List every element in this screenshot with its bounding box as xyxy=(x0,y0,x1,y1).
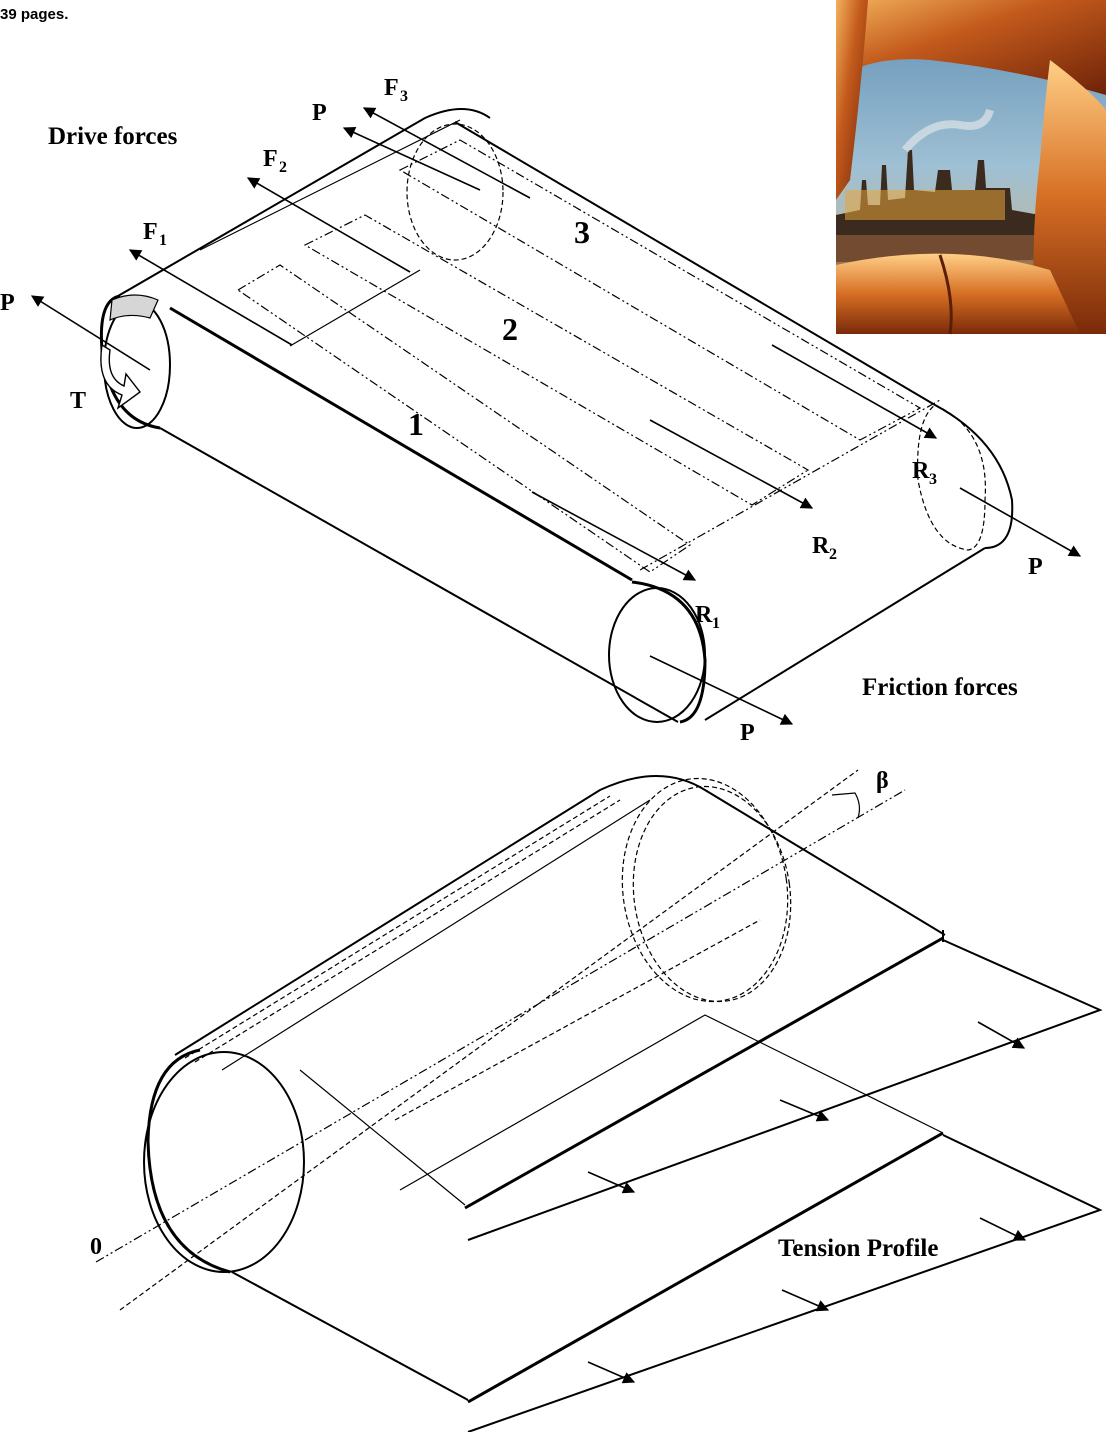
section-number-1: 1 xyxy=(408,406,424,442)
label-f1-sub: 1 xyxy=(159,232,167,249)
back-pulley-dashed xyxy=(917,404,987,551)
tension-arrow-5 xyxy=(781,1289,830,1312)
section-number-2: 2 xyxy=(502,311,518,347)
drive-pulley xyxy=(103,301,171,429)
tension-arrow-4 xyxy=(979,1217,1027,1241)
top-conveyor-diagram: Drive forces Friction forces P T P P P F… xyxy=(0,75,1082,746)
belt-upper-ply-edge xyxy=(464,936,944,1210)
page-count-text: 39 pages. xyxy=(0,6,69,23)
front-pulley xyxy=(608,587,706,723)
friction-arrow-p-bottom xyxy=(649,655,794,725)
photo-smoke xyxy=(901,108,994,153)
label-f2-sub: 2 xyxy=(279,159,287,176)
section-2-outline xyxy=(303,214,810,506)
axis-line-0 xyxy=(95,789,906,1263)
photo-bottom-pipe xyxy=(836,253,1080,334)
beta-angle-mark xyxy=(831,792,861,819)
tension-profile-lower xyxy=(467,1134,1103,1433)
drive-torque-arrow xyxy=(100,343,141,410)
belt-front-thick-edge xyxy=(169,306,633,582)
friction-forces-title: Friction forces xyxy=(862,674,1018,701)
label-p-left: P xyxy=(0,290,15,316)
bottom-tension-diagram: Tension Profile β 0 xyxy=(90,768,1103,1433)
tension-arrow-3 xyxy=(587,1171,636,1194)
label-p-top: P xyxy=(312,100,327,126)
tension-profile-caption: Tension Profile xyxy=(778,1235,938,1262)
label-r2-letter: R xyxy=(812,533,830,559)
belt-inner-line xyxy=(199,119,461,347)
section-number-3: 3 xyxy=(574,214,590,250)
belt-lower-outline xyxy=(231,1271,469,1401)
label-r3-letter: R xyxy=(912,458,930,484)
label-f3: F 3 xyxy=(384,75,408,105)
top-back-pulley-dashed xyxy=(406,123,504,261)
label-p-right: P xyxy=(1028,554,1043,580)
label-r2: R 2 xyxy=(812,533,837,563)
photo-pipe-seam xyxy=(938,254,953,335)
drive-forces-title: Drive forces xyxy=(48,123,178,150)
tension-arrow-1 xyxy=(977,1021,1026,1049)
belt-upper-front-edge xyxy=(299,1069,466,1206)
front-pulley-wrap xyxy=(631,580,707,724)
belt-right-top-edge xyxy=(454,121,936,406)
tension-arrow-6 xyxy=(587,1361,636,1384)
belt-upper-dashed2 xyxy=(194,799,621,1063)
tension-pulley xyxy=(143,1051,305,1273)
refinery-photo xyxy=(836,0,1106,335)
label-r1-sub: 1 xyxy=(712,615,720,632)
friction-arrow-r2 xyxy=(649,419,814,509)
photo-left-pipe xyxy=(836,0,868,200)
friction-arrow-r3 xyxy=(771,344,938,439)
belt-top-edge xyxy=(117,108,491,297)
beta-label: β xyxy=(876,768,889,794)
tension-pulley-wrap xyxy=(146,1048,231,1274)
label-p-bottom: P xyxy=(740,720,755,746)
label-r1: R 1 xyxy=(695,602,720,632)
label-r1-letter: R xyxy=(695,602,713,628)
photo-right-pipe xyxy=(1033,60,1106,334)
drive-arrow-f2 xyxy=(246,177,411,273)
tension-profile-upper xyxy=(467,939,1103,1241)
friction-arrow-r1 xyxy=(531,491,697,581)
back-pulley-outline xyxy=(934,404,1014,549)
back-roll-dashed-2 xyxy=(632,785,792,1003)
photo-lights xyxy=(845,190,1005,220)
belt-right-bottom-edge xyxy=(704,547,986,721)
friction-arrow-p-right xyxy=(959,487,1082,557)
drive-arrow-p-left xyxy=(30,295,151,371)
label-f3-letter: F xyxy=(384,75,399,101)
axis-line-beta xyxy=(119,769,859,1311)
label-r3: R 3 xyxy=(912,458,937,488)
belt-upper-dashed xyxy=(184,795,611,1059)
label-r3-sub: 3 xyxy=(929,471,937,488)
drive-arrow-p-top xyxy=(342,127,481,191)
label-f2: F 2 xyxy=(263,146,287,176)
belt-lower-ply-edge xyxy=(467,1131,944,1404)
label-f1-letter: F xyxy=(143,219,158,245)
drive-arrow-f3 xyxy=(362,107,531,199)
belt-lower-back xyxy=(399,1014,944,1191)
belt-lower-dashed xyxy=(394,919,761,1121)
photo-top-pipe xyxy=(836,0,1106,95)
origin-label: 0 xyxy=(90,1234,102,1260)
label-r2-sub: 2 xyxy=(829,546,837,563)
label-t: T xyxy=(70,388,86,414)
belt-far-edge-dashed xyxy=(639,399,941,571)
belt-upper-outline xyxy=(174,775,946,1056)
label-f2-letter: F xyxy=(263,146,278,172)
drive-arrow-f1 xyxy=(128,249,293,346)
back-roll-dashed xyxy=(621,777,789,1003)
label-f3-sub: 3 xyxy=(400,88,408,105)
tension-arrow-2 xyxy=(779,1099,830,1122)
drive-pulley-sleeve xyxy=(109,294,159,321)
belt-upper-inner xyxy=(221,799,651,1071)
label-f1: F 1 xyxy=(143,219,167,249)
section-1-outline xyxy=(236,264,692,573)
belt-bottom-edge xyxy=(159,427,679,723)
